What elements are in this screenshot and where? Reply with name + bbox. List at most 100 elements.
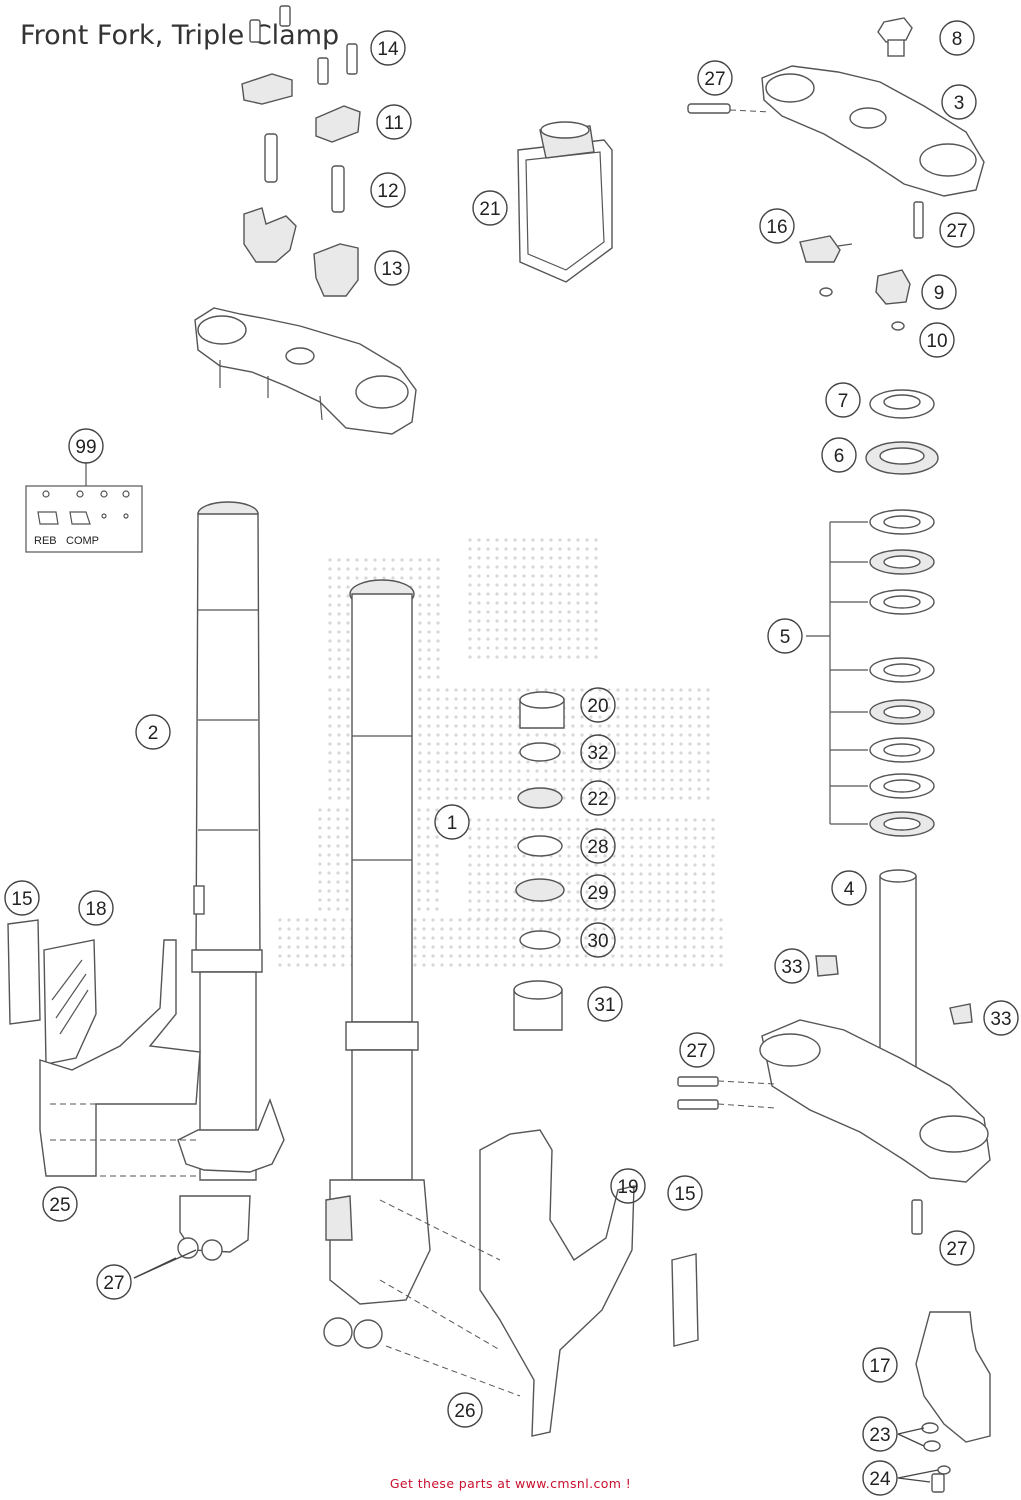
callout-8: 8 [939,20,975,56]
callout-5: 5 [767,618,803,654]
callout-1: 1 [434,804,470,840]
callout-number: 32 [587,743,608,764]
callout-19: 19 [610,1168,646,1204]
callout-number: 6 [834,446,845,467]
callout-number: 99 [75,437,96,458]
callout-13: 13 [374,250,410,286]
upper-triple-clamp [687,17,985,239]
callout-number: 13 [381,259,402,280]
callout-number: 16 [766,217,787,238]
adjuster-label-reb: REB [34,535,57,547]
callout-number: 31 [594,995,615,1016]
callout-16: 16 [759,208,795,244]
lower-triple-clamp-left [194,307,417,435]
fork-guard-left [7,919,201,1177]
callout-27: 27 [939,212,975,248]
callout-33: 33 [983,1000,1019,1036]
callout-number: 22 [587,789,608,810]
callout-32: 32 [580,734,616,770]
callout-99: 99 [68,428,104,464]
bearing-ring-inner [883,817,921,831]
callout-number: 5 [780,627,791,648]
callout-number: 27 [704,69,725,90]
callout-number: 29 [587,883,608,904]
callout-number: 21 [479,199,500,220]
callout-number: 23 [869,1425,890,1446]
callout-number: 27 [946,221,967,242]
callout-number: 4 [844,879,855,900]
callout-number: 30 [587,931,608,952]
callout-number: 10 [926,331,947,352]
callout-number: 3 [954,93,965,114]
fork-oil-bottle [517,121,613,283]
callout-17: 17 [862,1347,898,1383]
callout-23: 23 [862,1416,898,1452]
callout-4: 4 [831,870,867,906]
callout-number: 24 [869,1469,891,1490]
callout-number: 11 [384,113,404,134]
bearing-ring-inner [883,779,921,793]
bearing-ring-inner [883,663,921,677]
callout-labels: 1411121321832727169107659921203222282930… [4,20,1019,1496]
footer-link-text: Get these parts at www.cmsnl.com ! [389,1476,632,1491]
small-clamp-parts [799,235,911,331]
callout-number: 15 [11,889,32,910]
fork-seal-kit [513,691,565,1031]
callout-6: 6 [821,437,857,473]
callout-7: 7 [825,382,861,418]
callout-29: 29 [580,874,616,910]
callout-27: 27 [939,1230,975,1266]
callout-15: 15 [667,1175,703,1211]
callout-20: 20 [580,687,616,723]
callout-number: 9 [934,283,945,304]
bearing-set-top [865,389,939,475]
callout-number: 26 [454,1401,475,1422]
callout-12: 12 [370,172,406,208]
callout-number: 19 [617,1177,638,1198]
callout-15: 15 [4,880,40,916]
callout-number: 20 [587,696,608,717]
fork-guard-right [379,1129,699,1437]
bearing-ring-inner [883,705,921,719]
callout-30: 30 [580,922,616,958]
callout-22: 22 [580,780,616,816]
callout-number: 27 [946,1239,967,1260]
bearing-ring-inner [883,743,921,757]
steering-bearing-kit [869,509,935,837]
bearing-ring-inner [883,515,921,529]
adjuster-label-comp: COMP [66,535,99,547]
adjuster-sticker-box: REB COMP [25,462,143,553]
clamp-bolts-group [241,5,361,297]
steering-stem-lower-clamp [677,869,991,1235]
callout-25: 25 [42,1186,78,1222]
callout-number: 8 [952,29,963,50]
callout-number: 1 [447,813,458,834]
callout-11: 11 [376,104,412,140]
callout-number: 18 [85,899,106,920]
callout-10: 10 [919,322,955,358]
callout-number: 27 [686,1041,707,1062]
callout-number: 7 [838,391,849,412]
callout-number: 28 [587,837,608,858]
callout-number: 25 [49,1195,70,1216]
callout-28: 28 [580,828,616,864]
callout-3: 3 [941,84,977,120]
callout-26: 26 [447,1392,483,1428]
callout-33: 33 [774,948,810,984]
callout-number: 2 [148,723,159,744]
callout-number: 15 [674,1184,695,1205]
callout-14: 14 [370,30,406,66]
leader-lines [133,1249,939,1483]
callout-9: 9 [921,274,957,310]
fork-leg-center [323,579,431,1349]
callout-27: 27 [697,60,733,96]
watermark-logo [278,538,723,967]
callout-number: 33 [781,957,802,978]
callout-21: 21 [472,190,508,226]
callout-27: 27 [679,1032,715,1068]
bearing-ring-inner [883,595,921,609]
fork-leg-left [177,501,285,1261]
callout-31: 31 [587,986,623,1022]
callout-number: 14 [377,39,399,60]
